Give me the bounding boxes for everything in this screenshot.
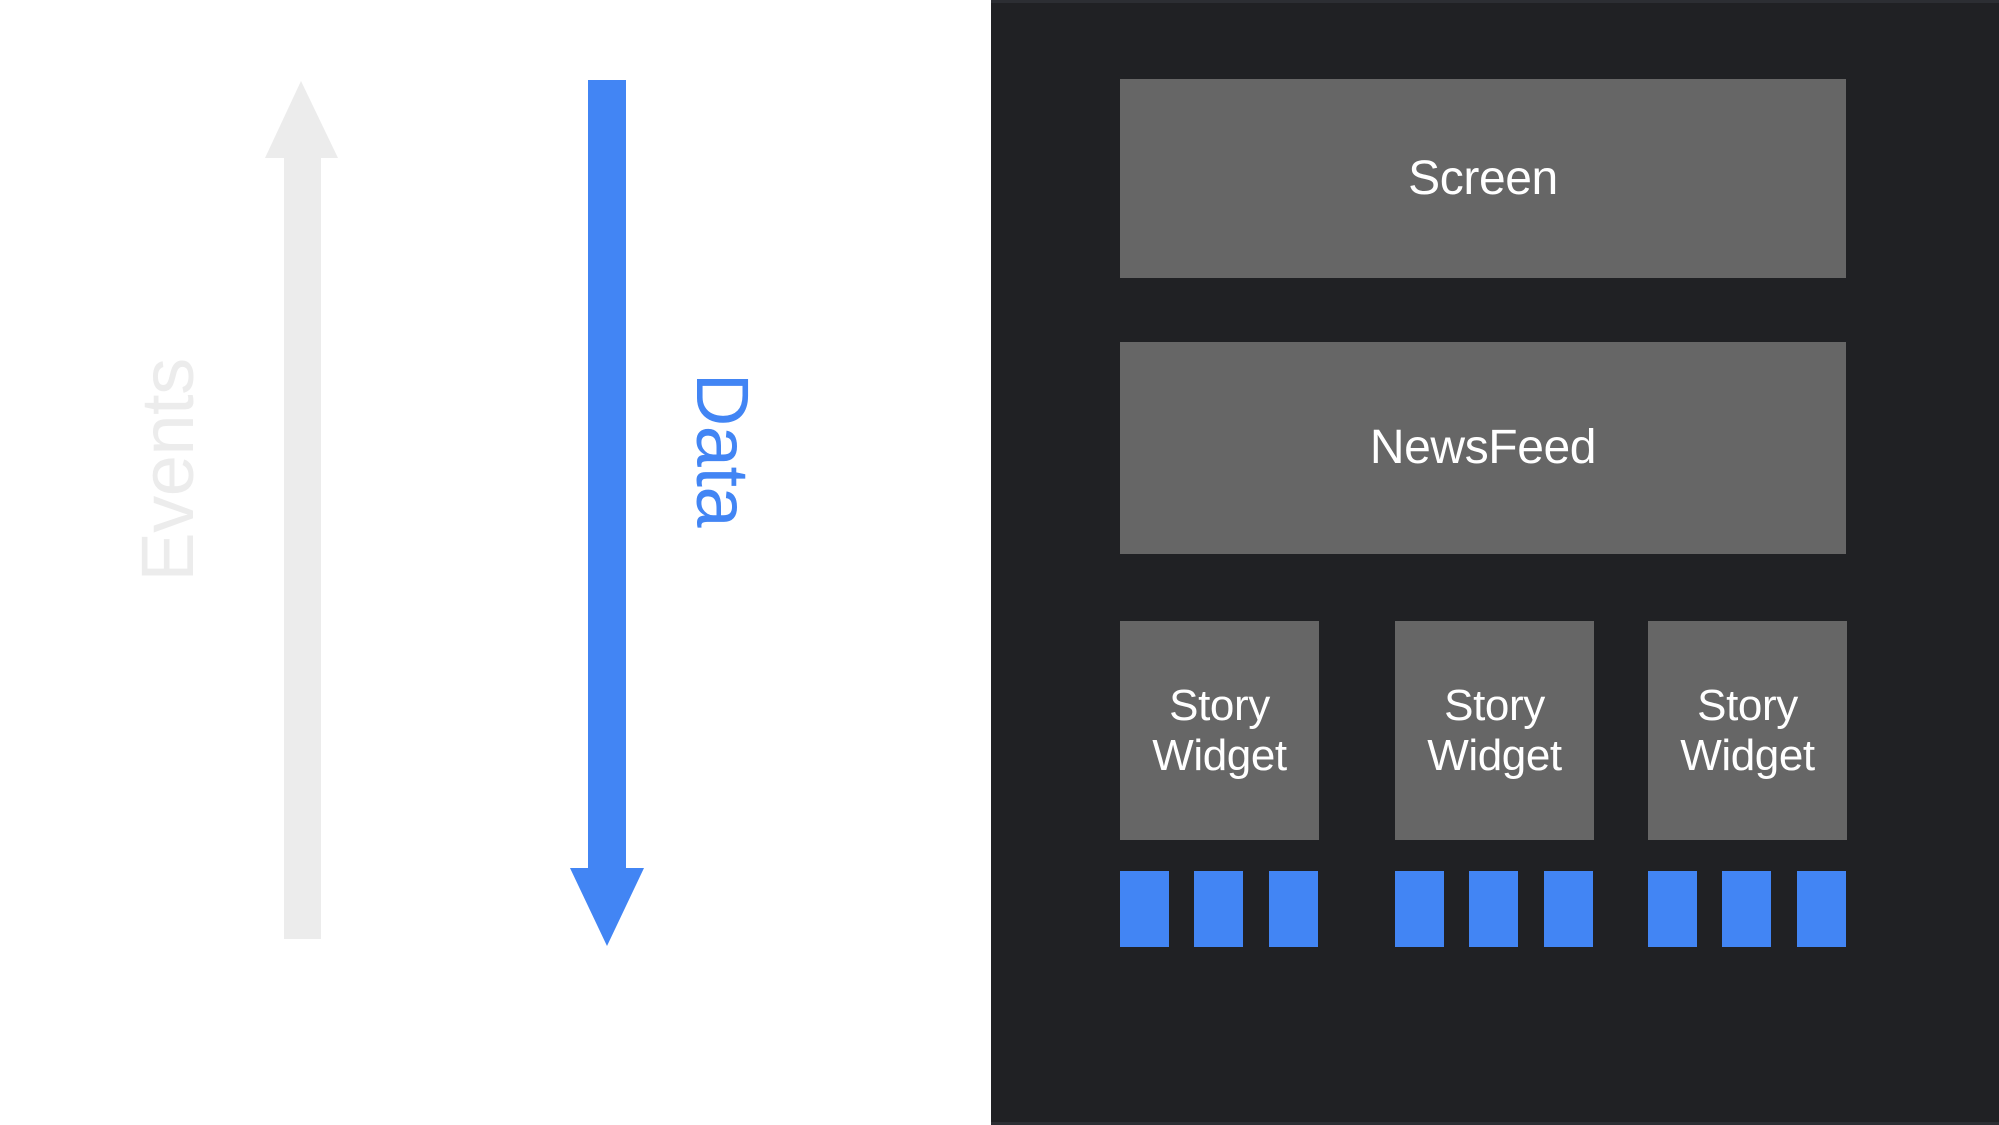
node-story-widget-1[interactable]: Story Widget — [1120, 621, 1319, 840]
leaf-block-2-3[interactable] — [1544, 871, 1593, 947]
leaf-block-2-1[interactable] — [1395, 871, 1444, 947]
node-newsfeed[interactable]: NewsFeed — [1120, 342, 1846, 554]
pane-top-edge — [991, 0, 1999, 3]
leaf-block-2-2[interactable] — [1469, 871, 1518, 947]
flow-arrows-group — [265, 80, 644, 946]
story-widget-2-line2: Widget — [1427, 730, 1562, 780]
data-flow-label: Data — [681, 372, 764, 528]
node-screen-label: Screen — [1408, 151, 1558, 205]
story-widget-2-line1: Story — [1444, 681, 1545, 731]
leaf-block-1-1[interactable] — [1120, 871, 1169, 947]
node-newsfeed-label: NewsFeed — [1369, 421, 1597, 475]
flow-direction-pane: Events Data — [0, 0, 991, 1125]
node-story-widget-3-label: Story Widget — [1680, 681, 1815, 780]
story-widget-3-line1: Story — [1697, 681, 1798, 731]
leaf-block-3-3[interactable] — [1797, 871, 1846, 947]
leaf-block-1-3[interactable] — [1269, 871, 1318, 947]
story-widget-1-line2: Widget — [1152, 730, 1287, 780]
leaf-block-3-1[interactable] — [1648, 871, 1697, 947]
node-story-widget-3[interactable]: Story Widget — [1648, 621, 1847, 840]
arrow-down-icon — [570, 80, 644, 946]
events-flow-label: Events — [126, 358, 209, 582]
leaf-block-3-2[interactable] — [1722, 871, 1771, 947]
node-story-widget-2[interactable]: Story Widget — [1395, 621, 1594, 840]
story-widget-3-line2: Widget — [1680, 730, 1815, 780]
widget-tree-pane: Screen NewsFeed Story Widget Story Widge… — [991, 0, 1999, 1125]
leaf-block-1-2[interactable] — [1194, 871, 1243, 947]
node-story-widget-1-label: Story Widget — [1152, 681, 1287, 780]
node-story-widget-2-label: Story Widget — [1427, 681, 1562, 780]
story-widget-1-line1: Story — [1169, 681, 1270, 731]
node-screen[interactable]: Screen — [1120, 79, 1846, 278]
pane-bottom-edge — [991, 1122, 1999, 1125]
arrow-up-icon — [265, 81, 338, 939]
